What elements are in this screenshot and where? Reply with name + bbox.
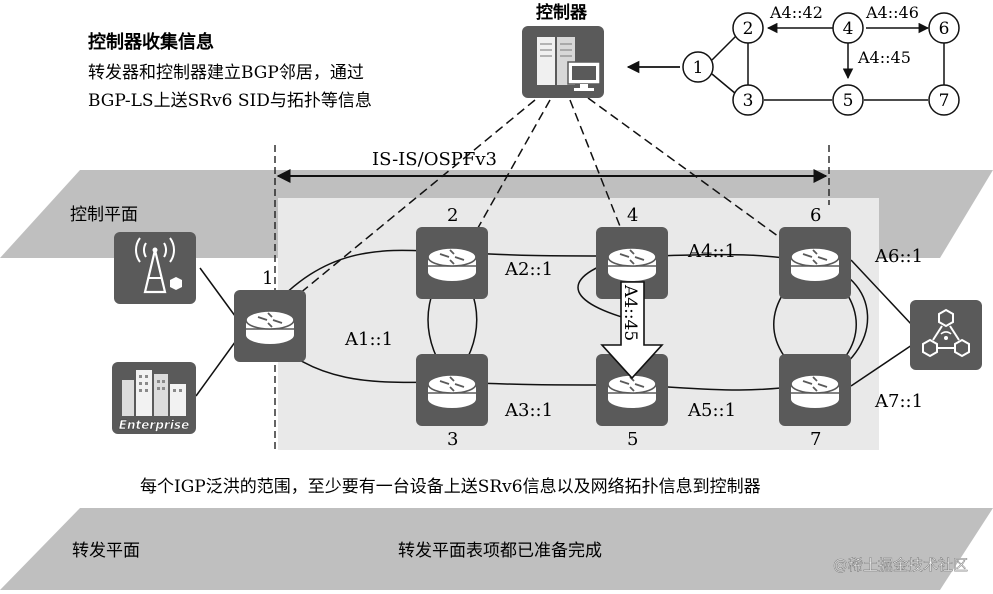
mini-node-6: 6 <box>939 19 950 39</box>
router-3 <box>415 353 489 427</box>
link-sid-arrow <box>600 281 664 380</box>
igp-domain-box <box>278 198 879 450</box>
control-plane-label: 控制平面 <box>70 205 138 225</box>
mini-node-2: 2 <box>743 19 754 39</box>
mini-label-a4-46: A4::46 <box>865 3 919 22</box>
mini-label-a4-42: A4::42 <box>769 3 823 22</box>
mini-topology-nodes <box>682 12 960 116</box>
router-id-label: 5 <box>627 429 638 450</box>
watermark: @稀土掘金技术社区 <box>833 556 968 574</box>
header-title: 控制器收集信息 <box>88 31 214 53</box>
enterprise-icon: Enterprise <box>112 362 196 434</box>
router-id-label: 3 <box>447 429 458 450</box>
sid-label: A5::1 <box>687 400 736 421</box>
controller-arrows <box>281 97 798 309</box>
link-sid-label: A4::45 <box>620 284 640 341</box>
sid-label: A4::1 <box>687 241 736 262</box>
flood-caption: 每个IGP泛洪的范围，至少要有一台设备上送SRv6信息以及网络拓扑信息到控制器 <box>140 477 761 497</box>
header-line-2: BGP-LS上送SRv6 SID与拓扑等信息 <box>88 91 372 111</box>
mini-topology <box>711 22 945 101</box>
router-id-label: 1 <box>262 268 273 289</box>
sid-label: A1::1 <box>344 329 393 350</box>
router-1 <box>233 289 307 363</box>
mini-node-5: 5 <box>843 91 854 111</box>
sid-label: A2::1 <box>504 259 553 280</box>
mini-node-4: 4 <box>843 19 854 39</box>
sid-label: A7::1 <box>874 391 923 412</box>
router-id-label: 7 <box>810 429 821 450</box>
controller-label: 控制器 <box>536 2 588 23</box>
wireless-tower-icon <box>114 232 196 304</box>
router-id-label: 6 <box>810 205 821 226</box>
header-line-1: 转发器和控制器建立BGP邻居，通过 <box>88 63 364 83</box>
router-2 <box>415 226 489 300</box>
igp-label: IS-IS/OSPFv3 <box>372 149 497 170</box>
network-services-icon <box>910 300 982 370</box>
sid-label: A3::1 <box>504 400 553 421</box>
mini-node-1: 1 <box>693 58 704 78</box>
router-7 <box>778 353 852 427</box>
router-id-label: 4 <box>627 205 638 226</box>
sid-label: A6::1 <box>874 246 923 267</box>
enterprise-label: Enterprise <box>119 418 189 432</box>
mini-node-7: 7 <box>939 91 950 111</box>
controller-server-icon <box>522 26 604 98</box>
router-6 <box>778 226 852 300</box>
forwarding-plane-band <box>0 508 993 590</box>
forwarding-plane-label: 转发平面 <box>72 541 140 561</box>
mini-node-3: 3 <box>743 91 754 111</box>
router-id-label: 2 <box>447 205 458 226</box>
mini-label-a4-45: A4::45 <box>857 48 911 67</box>
forwarding-plane-text: 转发平面表项都已准备完成 <box>398 541 602 561</box>
